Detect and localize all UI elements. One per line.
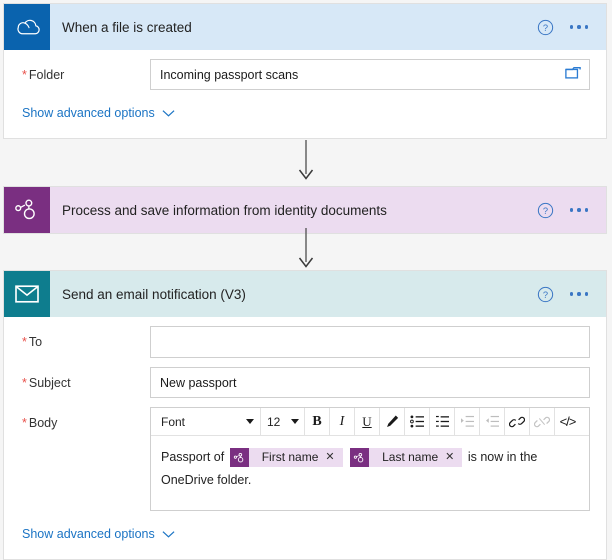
insert-link-button[interactable] xyxy=(505,408,530,435)
dynamic-content-token-last-name[interactable]: Last name ✕ xyxy=(350,448,463,468)
editor-content-body[interactable]: Passport of F xyxy=(151,436,589,510)
ellipsis-menu-icon[interactable] xyxy=(568,288,591,300)
field-control-to xyxy=(150,326,590,358)
indent-icon xyxy=(460,415,474,427)
italic-button[interactable]: I xyxy=(330,408,355,435)
card-header-ai-builder[interactable]: Process and save information from identi… xyxy=(4,187,606,233)
required-asterisk: * xyxy=(22,68,27,82)
editor-toolbar: Font 12 B I U xyxy=(151,408,589,436)
chevron-down-icon xyxy=(246,419,254,424)
field-label-body: *Body xyxy=(22,416,58,430)
field-row-body: *Body Font 12 B xyxy=(4,398,606,511)
bulleted-list-icon xyxy=(409,415,424,428)
ai-builder-icon xyxy=(4,187,50,233)
flow-step-card-ai-builder[interactable]: Process and save information from identi… xyxy=(3,186,607,234)
bulleted-list-button[interactable] xyxy=(405,408,430,435)
svg-text:?: ? xyxy=(542,206,547,216)
chevron-down-icon xyxy=(291,419,299,424)
down-arrow-connector xyxy=(0,140,612,184)
field-row-folder: *Folder Incoming passport scans xyxy=(4,50,606,90)
show-advanced-options-trigger[interactable]: Show advanced options xyxy=(4,90,175,134)
card-header-actions: ? xyxy=(537,19,607,36)
chevron-down-icon xyxy=(162,109,175,117)
dynamic-content-token-first-name[interactable]: First name ✕ xyxy=(229,448,343,468)
field-label-to: *To xyxy=(22,335,43,349)
folder-picker-icon[interactable] xyxy=(564,65,582,81)
card-body-trigger: *Folder Incoming passport scans Show adv… xyxy=(4,50,606,138)
close-icon[interactable]: ✕ xyxy=(445,451,455,464)
numbered-list-button[interactable] xyxy=(430,408,455,435)
down-arrow-connector xyxy=(0,228,612,272)
field-label-folder: *Folder xyxy=(22,68,65,82)
ai-builder-token-icon xyxy=(350,448,370,468)
card-header-trigger[interactable]: When a file is created ? xyxy=(4,4,606,50)
card-title-send-email: Send an email notification (V3) xyxy=(62,286,246,302)
envelope-icon xyxy=(4,271,50,317)
body-text-after: is now in the OneDrive folder. xyxy=(161,450,538,487)
font-size-select[interactable]: 12 xyxy=(261,408,305,435)
svg-text:?: ? xyxy=(542,290,547,300)
flow-step-card-trigger[interactable]: When a file is created ? *Folder Incomin… xyxy=(3,3,607,139)
link-icon xyxy=(509,416,525,427)
font-size-value: 12 xyxy=(267,414,281,429)
indent-button[interactable] xyxy=(455,408,480,435)
required-asterisk: * xyxy=(22,376,27,390)
font-family-select[interactable]: Font xyxy=(153,408,261,435)
required-asterisk: * xyxy=(22,416,27,430)
token-label: Last name xyxy=(382,450,439,465)
close-icon[interactable]: ✕ xyxy=(325,451,335,464)
numbered-list-icon xyxy=(435,415,449,427)
field-row-subject: *Subject New passport xyxy=(4,358,606,398)
font-family-value: Font xyxy=(161,414,186,429)
rich-text-editor[interactable]: Font 12 B I U xyxy=(150,407,590,511)
body-text-before: Passport of xyxy=(161,450,225,464)
ai-builder-token-icon xyxy=(229,448,249,468)
ellipsis-menu-icon[interactable] xyxy=(568,204,591,216)
card-header-actions-email: ? xyxy=(537,286,607,303)
show-advanced-options-label: Show advanced options xyxy=(22,527,155,541)
help-circle-icon[interactable]: ? xyxy=(537,19,554,36)
outdent-button[interactable] xyxy=(480,408,505,435)
onedrive-cloud-icon xyxy=(4,4,50,50)
field-control-folder: Incoming passport scans xyxy=(150,59,590,90)
folder-input[interactable]: Incoming passport scans xyxy=(150,59,590,90)
show-advanced-options-email[interactable]: Show advanced options xyxy=(4,511,175,555)
underline-button[interactable]: U xyxy=(355,408,380,435)
unlink-icon xyxy=(534,416,550,427)
svg-text:?: ? xyxy=(542,23,547,33)
code-view-button[interactable]: </> xyxy=(559,414,577,429)
card-title-trigger: When a file is created xyxy=(62,19,192,35)
text-color-button[interactable] xyxy=(380,408,405,435)
bold-button[interactable]: B xyxy=(305,408,330,435)
help-circle-icon[interactable]: ? xyxy=(537,286,554,303)
help-circle-icon[interactable]: ? xyxy=(537,202,554,219)
token-label: First name xyxy=(261,450,319,465)
show-advanced-options-label: Show advanced options xyxy=(22,106,155,120)
chevron-down-icon xyxy=(162,530,175,538)
subject-input[interactable]: New passport xyxy=(150,367,590,398)
flow-step-card-send-email[interactable]: Send an email notification (V3) ? *To xyxy=(3,270,607,560)
card-title-ai-builder: Process and save information from identi… xyxy=(62,202,387,218)
card-header-actions-ai: ? xyxy=(537,202,607,219)
required-asterisk: * xyxy=(22,335,27,349)
field-label-subject: *Subject xyxy=(22,376,71,390)
pen-icon xyxy=(386,415,398,427)
card-body-send-email: *To *Subject New passport *Body xyxy=(4,317,606,559)
ellipsis-menu-icon[interactable] xyxy=(568,21,591,33)
to-input[interactable] xyxy=(150,326,590,358)
field-row-to: *To xyxy=(4,317,606,358)
remove-link-button[interactable] xyxy=(530,408,555,435)
field-control-body: Font 12 B I U xyxy=(150,407,590,511)
field-control-subject: New passport xyxy=(150,367,590,398)
outdent-icon xyxy=(485,415,499,427)
card-header-send-email[interactable]: Send an email notification (V3) ? xyxy=(4,271,606,317)
